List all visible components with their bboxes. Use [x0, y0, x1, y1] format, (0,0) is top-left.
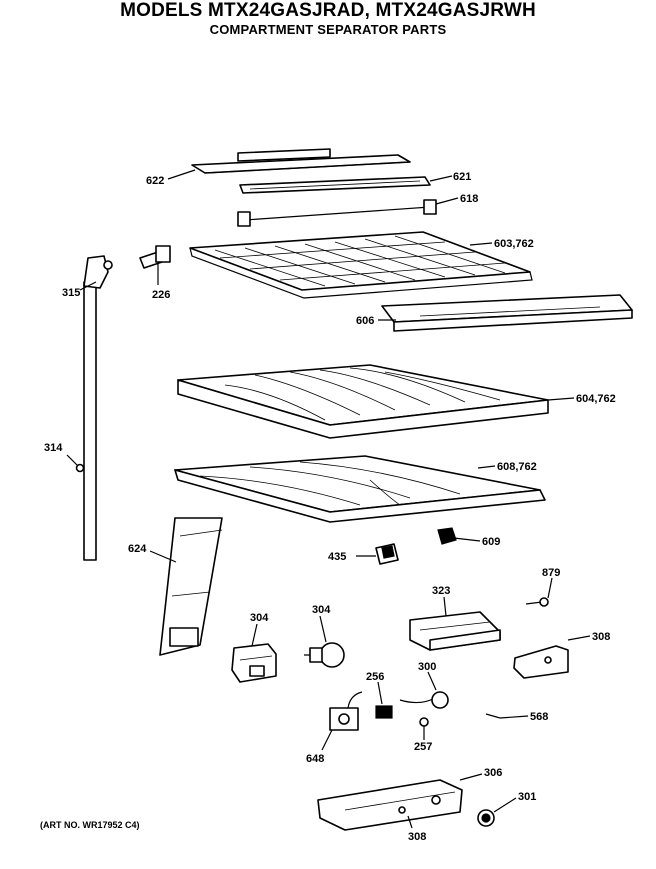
part-304-knob: [304, 642, 345, 668]
part-568-screw: [485, 713, 501, 719]
part-306-bracket: [317, 779, 463, 831]
callout-624: 624: [128, 543, 147, 555]
callout-308-lower: 308: [408, 831, 426, 843]
part-618-rod: [237, 199, 437, 227]
callout-621: 621: [453, 171, 471, 183]
part-304-block: [231, 643, 277, 683]
art-number: (ART NO. WR17952 C4): [40, 820, 140, 830]
part-256: [375, 705, 393, 719]
callout-608-762: 608,762: [497, 461, 537, 473]
part-300: [399, 691, 449, 709]
callout-568: 568: [530, 711, 548, 723]
callout-315: 315: [62, 287, 80, 299]
part-608-separator: [174, 455, 546, 523]
callout-435: 435: [328, 551, 346, 563]
callout-301: 301: [518, 791, 536, 803]
part-315-rod: [83, 255, 113, 561]
part-604-separator: [177, 364, 549, 439]
part-879-screw: [525, 597, 549, 607]
part-435: [375, 543, 399, 565]
callout-604-762: 604,762: [576, 393, 616, 405]
part-226: [139, 245, 171, 269]
callout-648: 648: [306, 753, 324, 765]
part-308-bracket: [513, 645, 569, 679]
part-622-cover: [191, 148, 411, 174]
callout-603-762: 603,762: [494, 238, 534, 250]
callout-314: 314: [44, 442, 63, 454]
part-621-rail: [239, 176, 431, 194]
callout-304-left: 304: [250, 612, 269, 624]
callout-308-upper: 308: [592, 631, 610, 643]
part-323-housing: [409, 611, 501, 651]
callout-606: 606: [356, 315, 374, 327]
part-301-knob: [477, 809, 495, 827]
callout-304-right: 304: [312, 604, 331, 616]
part-624-panel: [159, 517, 223, 656]
callout-622: 622: [146, 175, 164, 187]
part-257-screw: [419, 717, 429, 727]
callout-323: 323: [432, 585, 450, 597]
callout-257: 257: [414, 741, 432, 753]
callout-618: 618: [460, 193, 478, 205]
callout-879: 879: [542, 567, 560, 579]
callout-306: 306: [484, 767, 502, 779]
leader-lines: [79, 169, 591, 829]
callout-226: 226: [152, 289, 170, 301]
callout-609: 609: [482, 536, 500, 548]
part-648: [329, 691, 363, 731]
callout-256: 256: [366, 671, 384, 683]
page-title: MODELS MTX24GASJRAD, MTX24GASJRWH: [120, 0, 536, 21]
callout-300: 300: [418, 661, 436, 673]
part-314-clip: [66, 454, 85, 473]
part-603-shelf: [189, 231, 533, 299]
part-609: [437, 527, 457, 545]
part-606-rail: [381, 294, 633, 332]
page-subtitle: COMPARTMENT SEPARATOR PARTS: [209, 22, 447, 37]
